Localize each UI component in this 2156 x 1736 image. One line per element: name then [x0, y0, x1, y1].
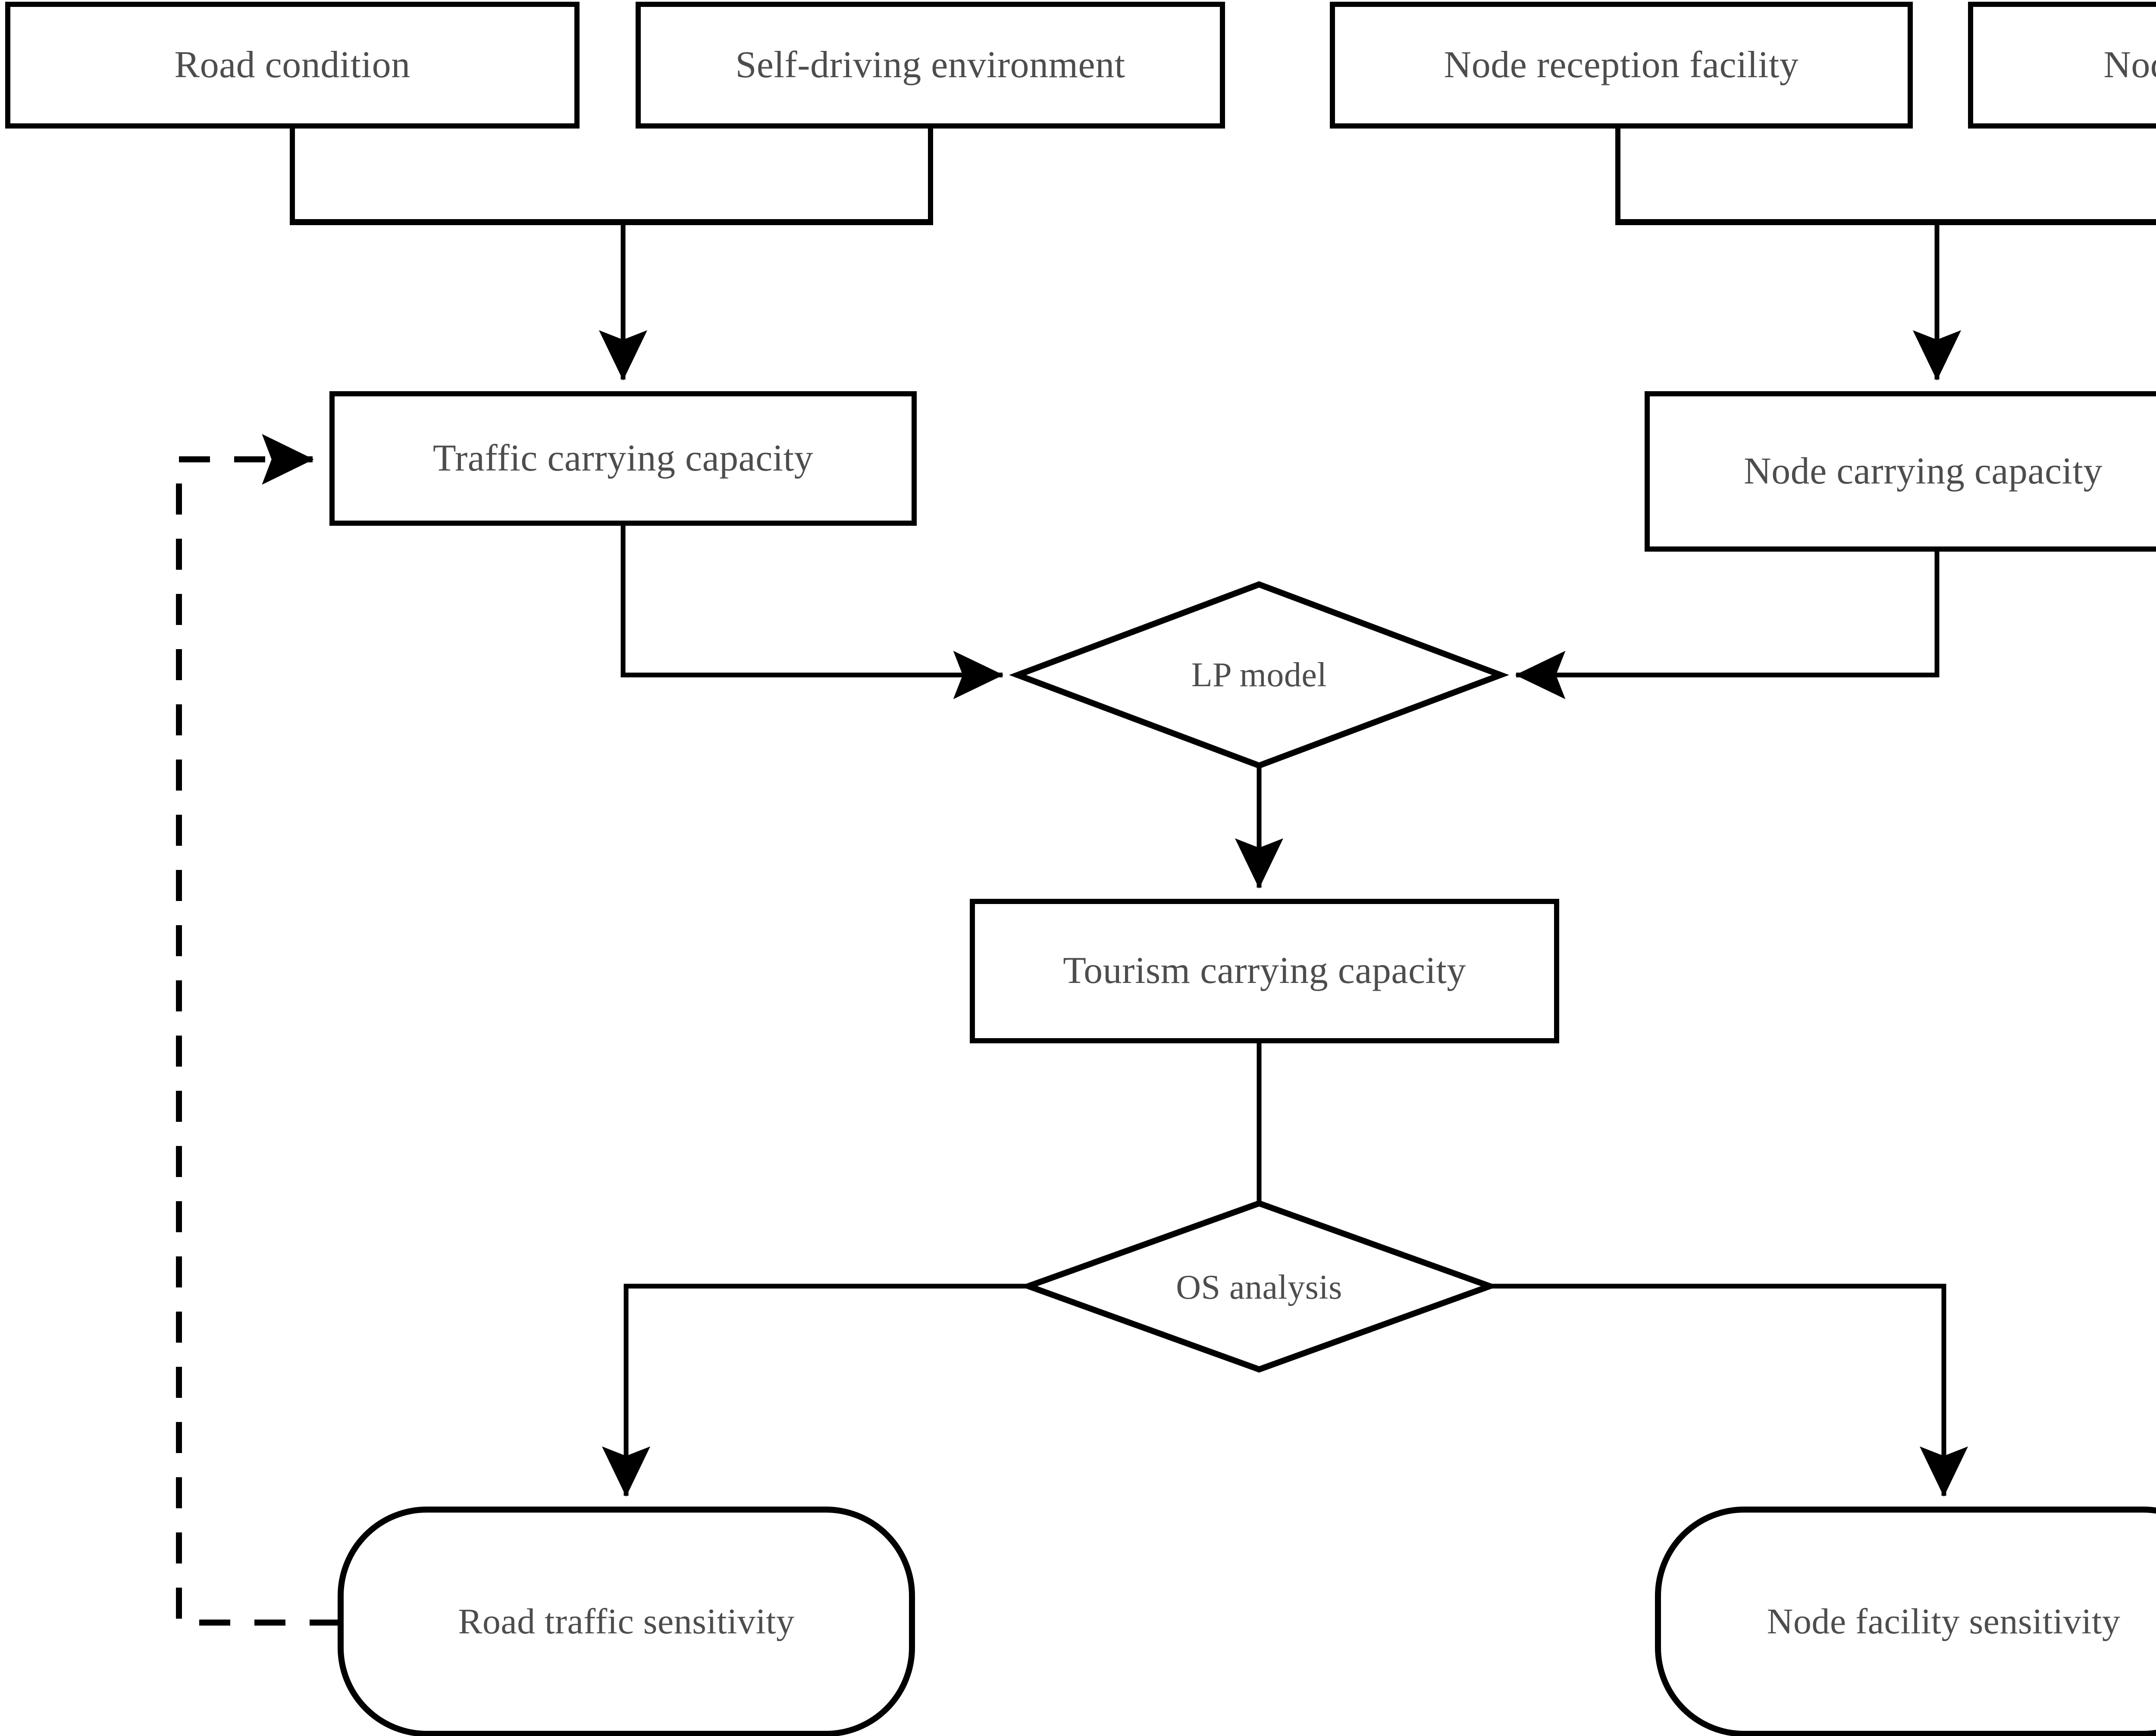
node-node-retention-time [1968, 2, 2156, 129]
node-self-driving-environment [636, 2, 1225, 129]
node-traffic-carrying-capacity [329, 391, 917, 526]
edge-os-analysis-to-node-sensitivity [1490, 1284, 1968, 1497]
node-node-carrying-capacity [1645, 391, 2156, 552]
node-road-condition [5, 2, 580, 129]
edge-road-sensitivity-feedback [176, 434, 341, 1626]
node-node-facility-sensitivity [1655, 1507, 2156, 1736]
node-tourism-carrying-capacity [970, 899, 1559, 1043]
edge-node-capacity-to-lp-model [1515, 549, 1940, 700]
edge-os-analysis-to-road-sensitivity [602, 1284, 1028, 1497]
node-os-analysis [1019, 1200, 1499, 1373]
node-node-reception-facility [1330, 2, 1913, 129]
node-lp-model [1009, 581, 1509, 769]
edge-traffic-capacity-to-lp-model [620, 523, 1004, 700]
node-road-traffic-sensitivity [338, 1507, 915, 1736]
